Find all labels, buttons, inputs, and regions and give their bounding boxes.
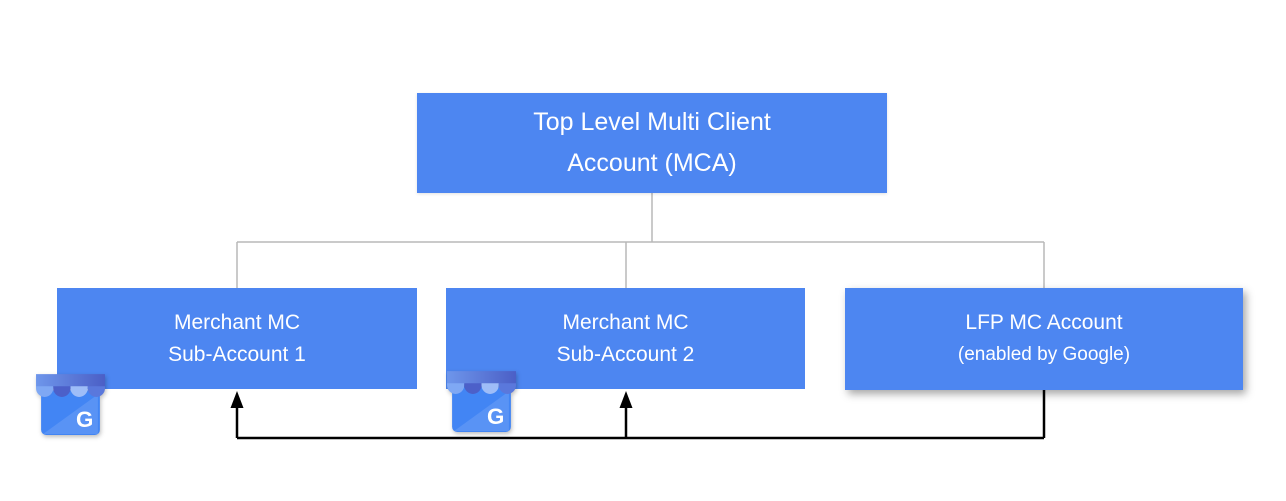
node-label-line: Merchant MC (562, 310, 689, 334)
google-my-business-icon: G (447, 371, 516, 432)
node-label-line: Top Level Multi Client (533, 108, 771, 136)
lfp-feed-arrow-lines (235, 390, 1046, 440)
awning-band (447, 371, 516, 385)
node-label-line: (enabled by Google) (957, 344, 1131, 365)
tree-connector-lines (236, 193, 1045, 288)
node-label-line: LFP MC Account (965, 311, 1123, 334)
awning-band (36, 374, 105, 388)
google-my-business-icon: G (36, 374, 105, 435)
node-merchant-sub-account-1: Merchant MC Sub-Account 1 (57, 288, 417, 389)
google-g-letter: G (76, 407, 93, 432)
awning-scallops (36, 386, 105, 397)
node-label-line: Merchant MC (173, 310, 301, 334)
lfp-feed-arrowheads (230, 391, 633, 408)
node-label-line: Account (MCA) (567, 149, 737, 177)
node-top-level-mca: Top Level Multi Client Account (MCA) (417, 93, 887, 193)
node-lfp-mc-account: LFP MC Account (enabled by Google) (845, 288, 1243, 390)
node-label-line: Sub-Account 2 (556, 342, 695, 366)
awning-scallops (447, 383, 516, 394)
google-g-letter: G (487, 404, 504, 429)
storefront-body (452, 387, 511, 432)
storefront-body (41, 390, 100, 435)
node-label-line: Sub-Account 1 (168, 342, 306, 366)
